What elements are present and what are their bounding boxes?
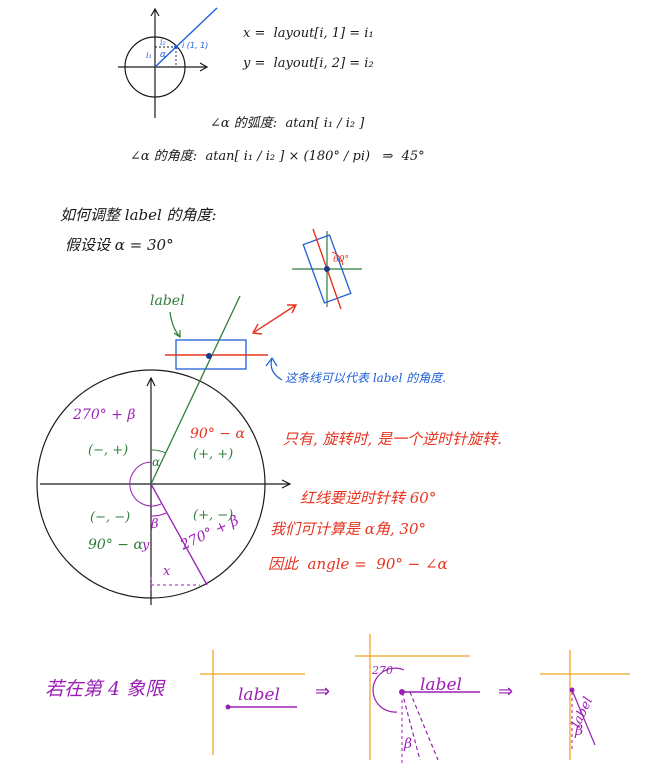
main-purple-radius bbox=[150, 483, 208, 586]
main-beta-label: β bbox=[150, 517, 159, 532]
main-alpha-label: α bbox=[152, 455, 160, 469]
main-beta-arc bbox=[150, 512, 167, 517]
top-point-label: i (1, 1) bbox=[182, 41, 208, 50]
rotated-angle-arc bbox=[331, 251, 344, 266]
link-arrow-line bbox=[252, 304, 297, 334]
quad-tl-sign: (−, +) bbox=[88, 443, 128, 458]
panel3-label-text: label bbox=[569, 695, 596, 730]
rotated-angle-60: 60° bbox=[333, 255, 349, 265]
top-i1-label: i₁ bbox=[146, 51, 152, 60]
red-note-line3: 我们可计算是 α角, 30° bbox=[270, 520, 426, 538]
main-circle-figure: 270° + β 90° − α (−, +) (+, +) (−, −) (+… bbox=[36, 295, 292, 605]
main-270-arc bbox=[129, 461, 162, 507]
bottom-panel-1: label bbox=[200, 650, 305, 755]
quad-bl-sign: (−, −) bbox=[90, 510, 130, 525]
panel3-slant-line bbox=[571, 689, 596, 746]
quad-tr-angle: 90° − α bbox=[190, 426, 245, 442]
green-label-pointer bbox=[169, 311, 181, 338]
bottom-arrow-2: ⇒ bbox=[498, 681, 513, 702]
green-label-pointer-head bbox=[173, 330, 181, 339]
rotated-center-dot bbox=[324, 266, 330, 272]
top-equation-y: y = layout[i, 2] = i₂ bbox=[242, 56, 374, 71]
quad-tl-angle: 270° + β bbox=[72, 407, 135, 423]
top-radius-line-blue bbox=[154, 7, 218, 68]
main-y-label: y bbox=[141, 538, 150, 553]
middle-question: 如何调整 label 的角度: bbox=[60, 206, 217, 224]
red-note-line2: 红线要逆时针转 60° bbox=[300, 489, 436, 507]
blue-note-pointer-head bbox=[265, 356, 278, 367]
panel2-label-text: label bbox=[420, 675, 462, 695]
main-x-axis-arrowhead bbox=[281, 479, 292, 489]
bottom-arrow-1: ⇒ bbox=[315, 681, 330, 702]
main-label-anchor-dot bbox=[206, 353, 212, 359]
top-point-dot bbox=[174, 45, 178, 49]
bottom-panel-2: 270 label β bbox=[355, 634, 480, 765]
quad-br-sign: (+, −) bbox=[193, 508, 233, 523]
green-label-word: label bbox=[150, 293, 185, 309]
fourth-quadrant-title: 若在第 4 象限 bbox=[45, 678, 166, 700]
blue-note-text: 这条线可以代表 label 的角度. bbox=[285, 371, 446, 385]
red-note-line4: 因此 angle = 90° − ∠α bbox=[268, 555, 448, 573]
panel2-dash-1 bbox=[401, 691, 421, 761]
top-circle bbox=[124, 36, 186, 98]
middle-assume: 假设设 α = 30° bbox=[65, 236, 174, 254]
main-y-axis-arrowhead bbox=[146, 376, 156, 387]
top-unit-circle-figure: i (1, 1) α i₁ i₂ bbox=[118, 7, 218, 118]
link-double-arrow bbox=[251, 304, 298, 335]
link-arrow-head-start bbox=[251, 323, 263, 335]
link-arrow-head-end bbox=[287, 304, 298, 314]
top-x-axis-arrowhead bbox=[199, 62, 209, 72]
panel1-label-text: label bbox=[238, 685, 280, 705]
top-radian-line: ∠α 的弧度: atan[ i₁ / i₂ ] bbox=[210, 116, 365, 131]
blue-note-pointer bbox=[270, 357, 283, 381]
rotated-label-figure: 60° bbox=[292, 228, 362, 310]
main-x-label: x bbox=[163, 564, 171, 579]
red-note-line1: 只有, 旋转时, 是一个逆时针旋转. bbox=[283, 430, 502, 448]
bottom-panel-3: β label bbox=[540, 650, 630, 760]
top-degree-line: ∠α 的角度: atan[ i₁ / i₂ ] × (180° / pi) ⇒ … bbox=[130, 149, 425, 164]
quad-tr-sign: (+, +) bbox=[193, 447, 233, 462]
panel1-dot bbox=[225, 704, 231, 710]
panel2-270-arc bbox=[372, 667, 405, 713]
top-equation-x: x = layout[i, 1] = i₁ bbox=[243, 26, 374, 41]
panel2-dash-2 bbox=[409, 691, 439, 761]
top-alpha-label: α bbox=[160, 50, 166, 60]
panel2-beta: β bbox=[403, 736, 412, 752]
main-alpha-arc bbox=[150, 449, 167, 454]
top-i2-label: i₂ bbox=[160, 38, 166, 47]
top-y-axis-arrowhead bbox=[150, 7, 160, 17]
quad-bl-angle: 90° − α bbox=[88, 537, 143, 553]
panel3-beta: β bbox=[574, 723, 583, 739]
panel2-270: 270 bbox=[371, 664, 393, 677]
